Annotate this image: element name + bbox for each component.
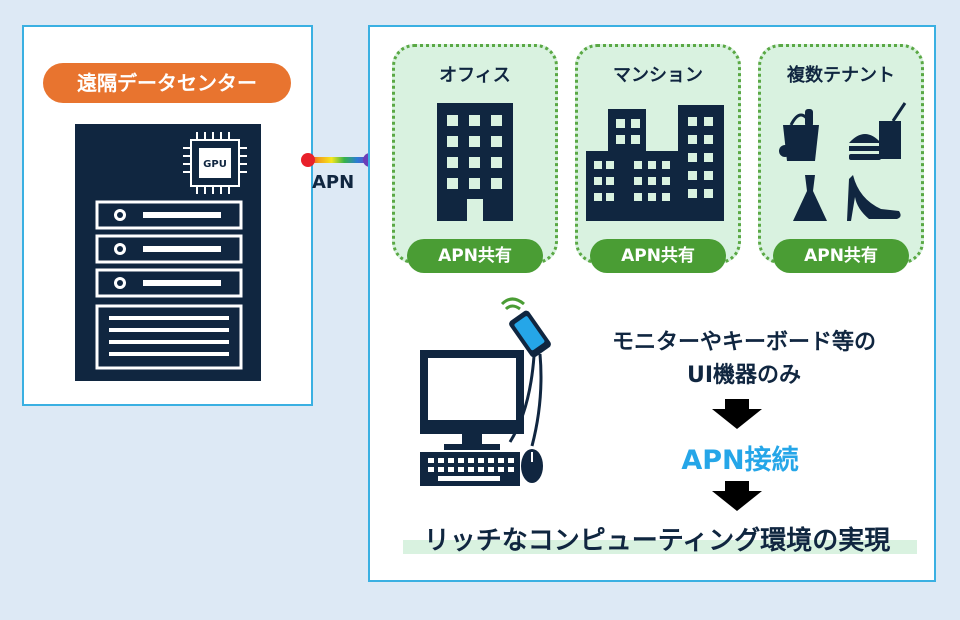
down-arrow-icon [712,399,762,429]
shopping-food-fashion-icon [779,102,907,221]
server-rack-icon: GPU [75,124,261,381]
result-highlight [403,540,917,554]
tenant-apn-badge: APN共有 [407,239,543,273]
tenant-mansion: マンション APN共有 [575,44,741,273]
tenant-title: オフィス [439,65,511,86]
apn-connection-label: APN接続 [681,445,799,476]
tenant-title: マンション [613,65,703,86]
tenant-apn-badge: APN共有 [590,239,726,273]
apartment-buildings-icon [586,105,724,221]
result-statement: リッチなコンピューティング環境の実現 [423,526,891,556]
high-heel-icon [847,175,901,221]
wifi-icon [500,297,525,311]
gpu-chip-icon: GPU [183,132,247,194]
description-line-1: モニターやキーボード等の [611,330,876,355]
tenant-title: 複数テナント [787,65,895,86]
pc-terminal-icon [420,297,551,486]
down-arrow-icon [712,481,762,511]
ui-devices-description: モニターやキーボード等の UI機器のみ [574,326,914,392]
keyboard-icon [420,452,520,486]
shopping-bag-icon [779,109,819,161]
dress-icon [793,175,827,221]
office-building-icon [437,103,513,221]
monitor-icon [420,350,524,450]
description-line-2: UI機器のみ [686,363,802,388]
tenant-multiple: 複数テナント APN共有 [758,44,924,273]
datacenter-title: 遠隔データセンター [43,63,291,103]
burger-drink-icon [849,102,907,160]
gpu-label: GPU [203,159,227,170]
tenant-apn-badge: APN共有 [773,239,909,273]
smartphone-icon [509,310,551,358]
apn-link-label: APN [312,172,355,193]
tenant-office: オフィス APN共有 [392,44,558,273]
mouse-icon [521,449,543,483]
